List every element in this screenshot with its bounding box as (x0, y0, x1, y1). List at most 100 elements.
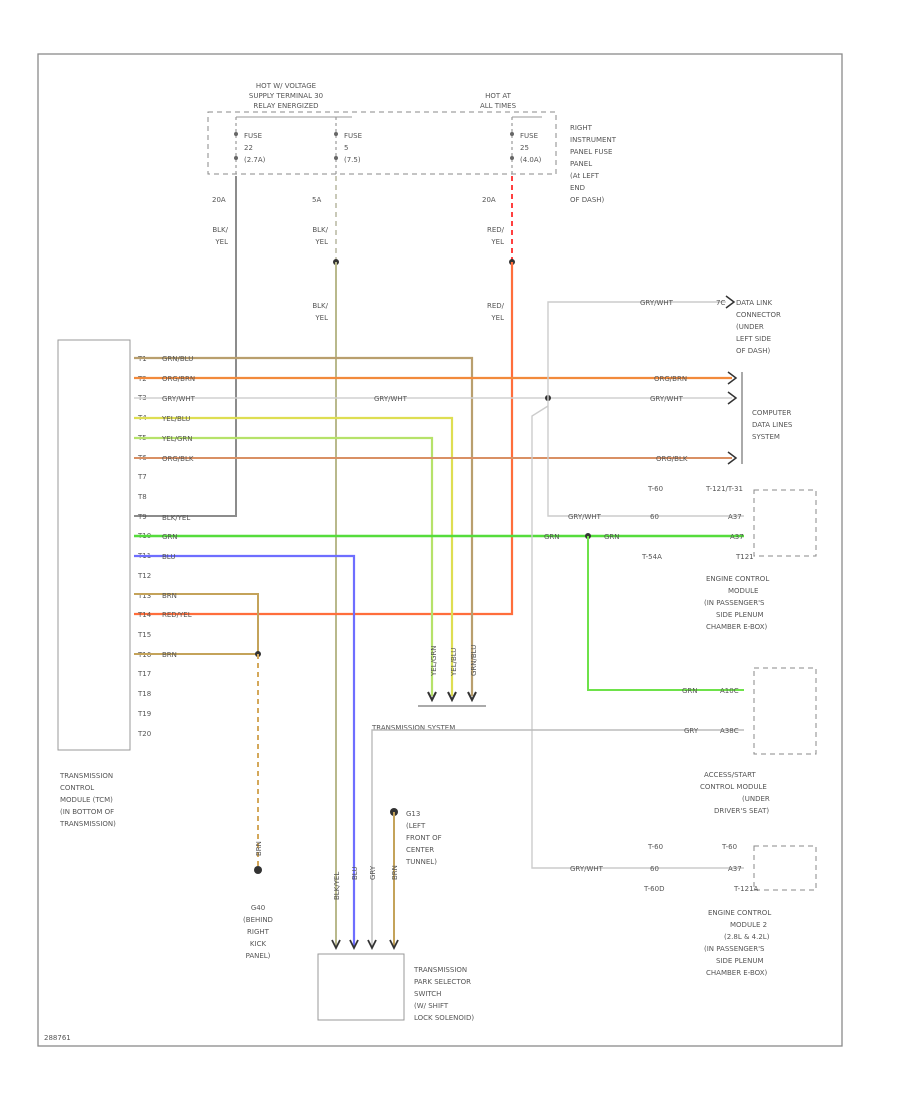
svg-text:(W/ SHIFT: (W/ SHIFT (414, 1002, 449, 1010)
start-module-box (753, 667, 817, 755)
svg-text:BLK/: BLK/ (312, 226, 328, 234)
svg-text:DRIVER'S SEAT): DRIVER'S SEAT) (714, 807, 769, 815)
svg-text:OF DASH): OF DASH) (570, 196, 605, 204)
fuse-22-number: 22 (244, 144, 253, 152)
svg-text:A37: A37 (728, 865, 742, 873)
svg-text:FRONT OF: FRONT OF (406, 834, 442, 842)
svg-text:T20: T20 (137, 730, 151, 738)
svg-text:PANEL FUSE: PANEL FUSE (570, 148, 612, 156)
svg-text:G40: G40 (251, 904, 265, 912)
svg-text:CHAMBER E-BOX): CHAMBER E-BOX) (706, 623, 768, 631)
fuse-25: FUSE 25 (4.0A) 20A (482, 117, 542, 204)
ground-g13: G13 (LEFT FRONT OF CENTER TUNNEL) (390, 808, 442, 946)
svg-text:LOCK SOLENOID): LOCK SOLENOID) (414, 1014, 474, 1022)
wire-grn-blu-t1 (134, 356, 474, 696)
svg-text:T12: T12 (137, 572, 151, 580)
tcm-box (57, 339, 131, 751)
svg-text:KICK: KICK (250, 940, 267, 948)
svg-text:BLU: BLU (351, 867, 359, 880)
svg-text:(BEHIND: (BEHIND (243, 916, 273, 924)
svg-text:ENGINE CONTROL: ENGINE CONTROL (708, 909, 771, 917)
svg-text:(IN PASSENGER'S: (IN PASSENGER'S (704, 599, 765, 607)
fuse-22-label: FUSE (244, 132, 262, 140)
svg-text:MODULE 2: MODULE 2 (730, 921, 767, 929)
svg-text:ORG/BRN: ORG/BRN (162, 375, 195, 383)
svg-text:CHAMBER E-BOX): CHAMBER E-BOX) (706, 969, 768, 977)
svg-text:T7: T7 (137, 473, 147, 481)
svg-text:T14: T14 (137, 611, 152, 619)
svg-text:A38C: A38C (720, 727, 739, 735)
diagram-code: 288761 (44, 1034, 71, 1042)
svg-text:BLU: BLU (162, 553, 175, 561)
svg-text:SYSTEM: SYSTEM (752, 433, 780, 441)
gry-wht-bus: GRY/WHT 7C GRY/WHT GRY/WHT (531, 299, 744, 873)
svg-text:BRN: BRN (255, 841, 263, 856)
svg-text:T17: T17 (137, 670, 151, 678)
svg-text:T-60: T-60 (721, 843, 737, 851)
svg-text:CONTROL: CONTROL (60, 784, 94, 792)
svg-text:YEL: YEL (490, 314, 504, 322)
svg-text:PARK SELECTOR: PARK SELECTOR (414, 978, 471, 986)
svg-text:SIDE PLENUM: SIDE PLENUM (716, 957, 764, 965)
svg-text:ENGINE CONTROL: ENGINE CONTROL (706, 575, 769, 583)
svg-text:ORG/BLK: ORG/BLK (656, 455, 688, 463)
svg-text:RED/: RED/ (487, 302, 505, 310)
ground-g40: BRN G40 (BEHIND RIGHT KICK PANEL) (243, 841, 273, 960)
wire-gry-wht-ecm2 (531, 405, 744, 869)
svg-text:A37: A37 (728, 513, 742, 521)
svg-text:OF DASH): OF DASH) (736, 347, 771, 355)
svg-text:T18: T18 (137, 690, 151, 698)
svg-text:GRY: GRY (369, 865, 377, 880)
svg-text:BLK/: BLK/ (212, 226, 228, 234)
svg-text:(LEFT: (LEFT (406, 822, 426, 830)
svg-text:T13: T13 (137, 592, 151, 600)
svg-text:CONTROL MODULE: CONTROL MODULE (700, 783, 767, 791)
fuse-header-right-1: HOT AT (485, 92, 512, 100)
wire-red-yel-t14 (134, 262, 514, 616)
svg-text:GRN: GRN (162, 533, 178, 541)
wire-gry-wht-dlc (547, 301, 726, 398)
fuse-5-rating: (7.5) (344, 156, 361, 164)
wire-gry-start-module (371, 729, 744, 946)
svg-text:GRY/WHT: GRY/WHT (568, 513, 602, 521)
svg-text:BRN: BRN (162, 592, 177, 600)
wire-yel-grn-t5 (134, 436, 434, 696)
svg-text:BLK/: BLK/ (312, 302, 328, 310)
svg-text:A37: A37 (730, 533, 744, 541)
svg-text:MODULE: MODULE (728, 587, 758, 595)
svg-text:T19: T19 (137, 710, 151, 718)
svg-text:(At LEFT: (At LEFT (570, 172, 600, 180)
svg-text:PANEL: PANEL (570, 160, 592, 168)
tcm: T1 T2 T3 T4 T5 T6 T7 T8 T9 T10 T11 T12 T… (57, 339, 152, 828)
svg-text:GRY/WHT: GRY/WHT (570, 865, 604, 873)
wire-yel-blu-t4 (134, 416, 454, 696)
svg-text:SWITCH: SWITCH (414, 990, 441, 998)
wire-brn-t13 (134, 593, 259, 654)
svg-text:GRY/WHT: GRY/WHT (650, 395, 684, 403)
fuse-panel-location: RIGHT INSTRUMENT PANEL FUSE PANEL (At LE… (570, 124, 617, 204)
svg-text:YEL: YEL (314, 314, 328, 322)
svg-text:TRANSMISSION: TRANSMISSION (413, 966, 467, 974)
fuse-5-number: 5 (344, 144, 348, 152)
svg-text:TRANSMISSION: TRANSMISSION (59, 772, 113, 780)
fuse-header-left-2: SUPPLY TERMINAL 30 (249, 92, 323, 100)
svg-text:T15: T15 (137, 631, 151, 639)
svg-text:T-121A: T-121A (733, 885, 759, 893)
svg-text:BLK/YEL: BLK/YEL (333, 872, 341, 900)
svg-text:T-60: T-60 (647, 485, 663, 493)
svg-text:T121: T121 (735, 553, 754, 561)
tcm-wires: GRN/BLU ORG/BRN ORG/BRN GRY/WHT GRY/WHT … (134, 355, 744, 946)
svg-text:BRN: BRN (391, 865, 399, 880)
svg-text:T-54A: T-54A (641, 553, 662, 561)
svg-text:ORG/BRN: ORG/BRN (654, 375, 687, 383)
svg-text:YEL/BLU: YEL/BLU (161, 415, 190, 423)
wire-blu-t11 (134, 554, 356, 946)
computer-data-lines: COMPUTER DATA LINES SYSTEM (727, 371, 793, 465)
transmission-system-label: TRANSMISSION SYSTEM (371, 724, 455, 732)
svg-text:RED/: RED/ (487, 226, 505, 234)
fuse-22-amp: 20A (212, 196, 226, 204)
svg-text:T-60D: T-60D (643, 885, 664, 893)
engine-control-module: T-60 60 T-54A T-121/T-31 A37 A37 T121 EN… (641, 485, 817, 631)
transmission-park-selector-switch: BLK/YEL BLU GRY BRN TRANSMISSION PARK SE… (317, 865, 474, 1022)
svg-text:BRN: BRN (162, 651, 177, 659)
